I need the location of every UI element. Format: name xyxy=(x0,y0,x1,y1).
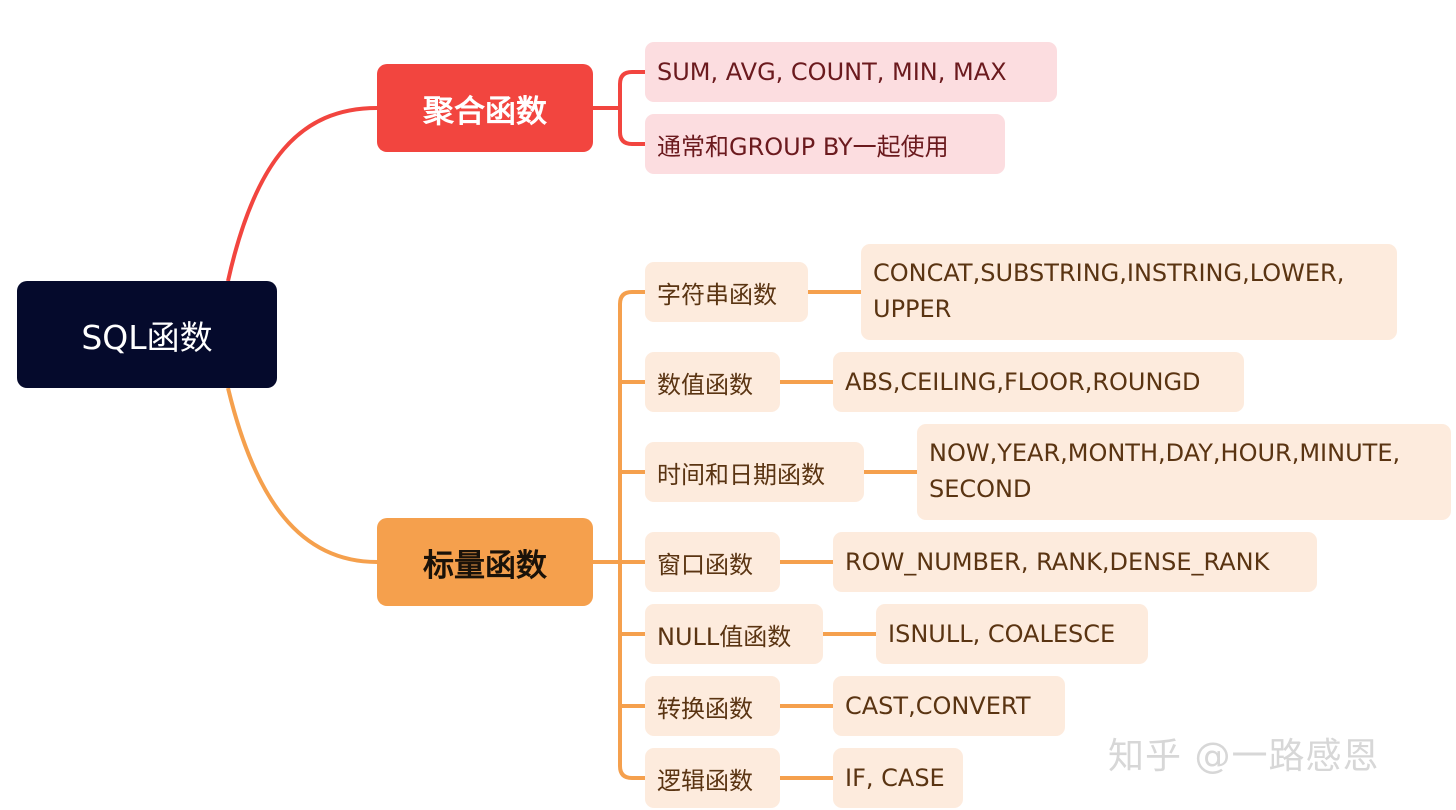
detail-null-functions: ISNULL, COALESCE xyxy=(876,604,1148,664)
detail-conversion-functions: CAST,CONVERT xyxy=(833,676,1065,736)
connector-root-scalar xyxy=(226,387,378,564)
category-label: 转换函数 xyxy=(657,694,753,723)
category-label: 逻辑函数 xyxy=(657,766,753,795)
detail-string-functions: CONCAT,SUBSTRING,INSTRING,LOWER, UPPER xyxy=(861,244,1397,340)
detail-window-functions: ROW_NUMBER, RANK,DENSE_RANK xyxy=(833,532,1317,592)
category-label: NULL值函数 xyxy=(657,622,792,651)
detail-label: CONCAT,SUBSTRING,INSTRING,LOWER, UPPER xyxy=(873,259,1345,323)
category-datetime-functions: 时间和日期函数 xyxy=(645,442,864,502)
category-numeric-functions: 数值函数 xyxy=(645,352,780,412)
connector-aggregate-trunk xyxy=(593,70,645,146)
detail-label: CAST,CONVERT xyxy=(845,692,1031,720)
category-window-functions: 窗口函数 xyxy=(645,532,780,592)
detail-label: ABS,CEILING,FLOOR,ROUNGD xyxy=(845,368,1201,396)
category-conversion-functions: 转换函数 xyxy=(645,676,780,736)
aggregate-branch-node: 聚合函数 xyxy=(377,64,593,152)
aggregate-item-functions: SUM, AVG, COUNT, MIN, MAX xyxy=(645,42,1057,102)
detail-label: IF, CASE xyxy=(845,764,945,792)
scalar-branch-label: 标量函数 xyxy=(423,547,547,584)
connector-category-details xyxy=(780,290,917,780)
root-node: SQL函数 xyxy=(17,281,277,388)
category-label: 窗口函数 xyxy=(657,550,753,579)
aggregate-branch-label: 聚合函数 xyxy=(423,93,547,130)
category-label: 字符串函数 xyxy=(657,280,777,309)
category-label: 时间和日期函数 xyxy=(657,460,825,489)
detail-numeric-functions: ABS,CEILING,FLOOR,ROUNGD xyxy=(833,352,1244,412)
detail-label: NOW,YEAR,MONTH,DAY,HOUR,MINUTE, SECOND xyxy=(929,439,1401,503)
detail-logic-functions: IF, CASE xyxy=(833,748,963,808)
root-label: SQL函数 xyxy=(81,317,213,357)
aggregate-item-label: SUM, AVG, COUNT, MIN, MAX xyxy=(657,58,1007,86)
aggregate-item-label: 通常和GROUP BY一起使用 xyxy=(657,132,949,161)
category-string-functions: 字符串函数 xyxy=(645,262,808,322)
connector-scalar-trunk xyxy=(593,290,645,780)
detail-label: ISNULL, COALESCE xyxy=(888,620,1116,648)
category-null-functions: NULL值函数 xyxy=(645,604,823,664)
connector-root-aggregate xyxy=(226,106,378,282)
detail-label: ROW_NUMBER, RANK,DENSE_RANK xyxy=(845,548,1270,576)
detail-datetime-functions: NOW,YEAR,MONTH,DAY,HOUR,MINUTE, SECOND xyxy=(917,424,1451,520)
aggregate-item-group-by: 通常和GROUP BY一起使用 xyxy=(645,114,1005,174)
watermark: 知乎 @一路感恩 xyxy=(1108,736,1380,777)
category-label: 数值函数 xyxy=(657,370,753,399)
scalar-branch-node: 标量函数 xyxy=(377,518,593,606)
category-logic-functions: 逻辑函数 xyxy=(645,748,780,808)
